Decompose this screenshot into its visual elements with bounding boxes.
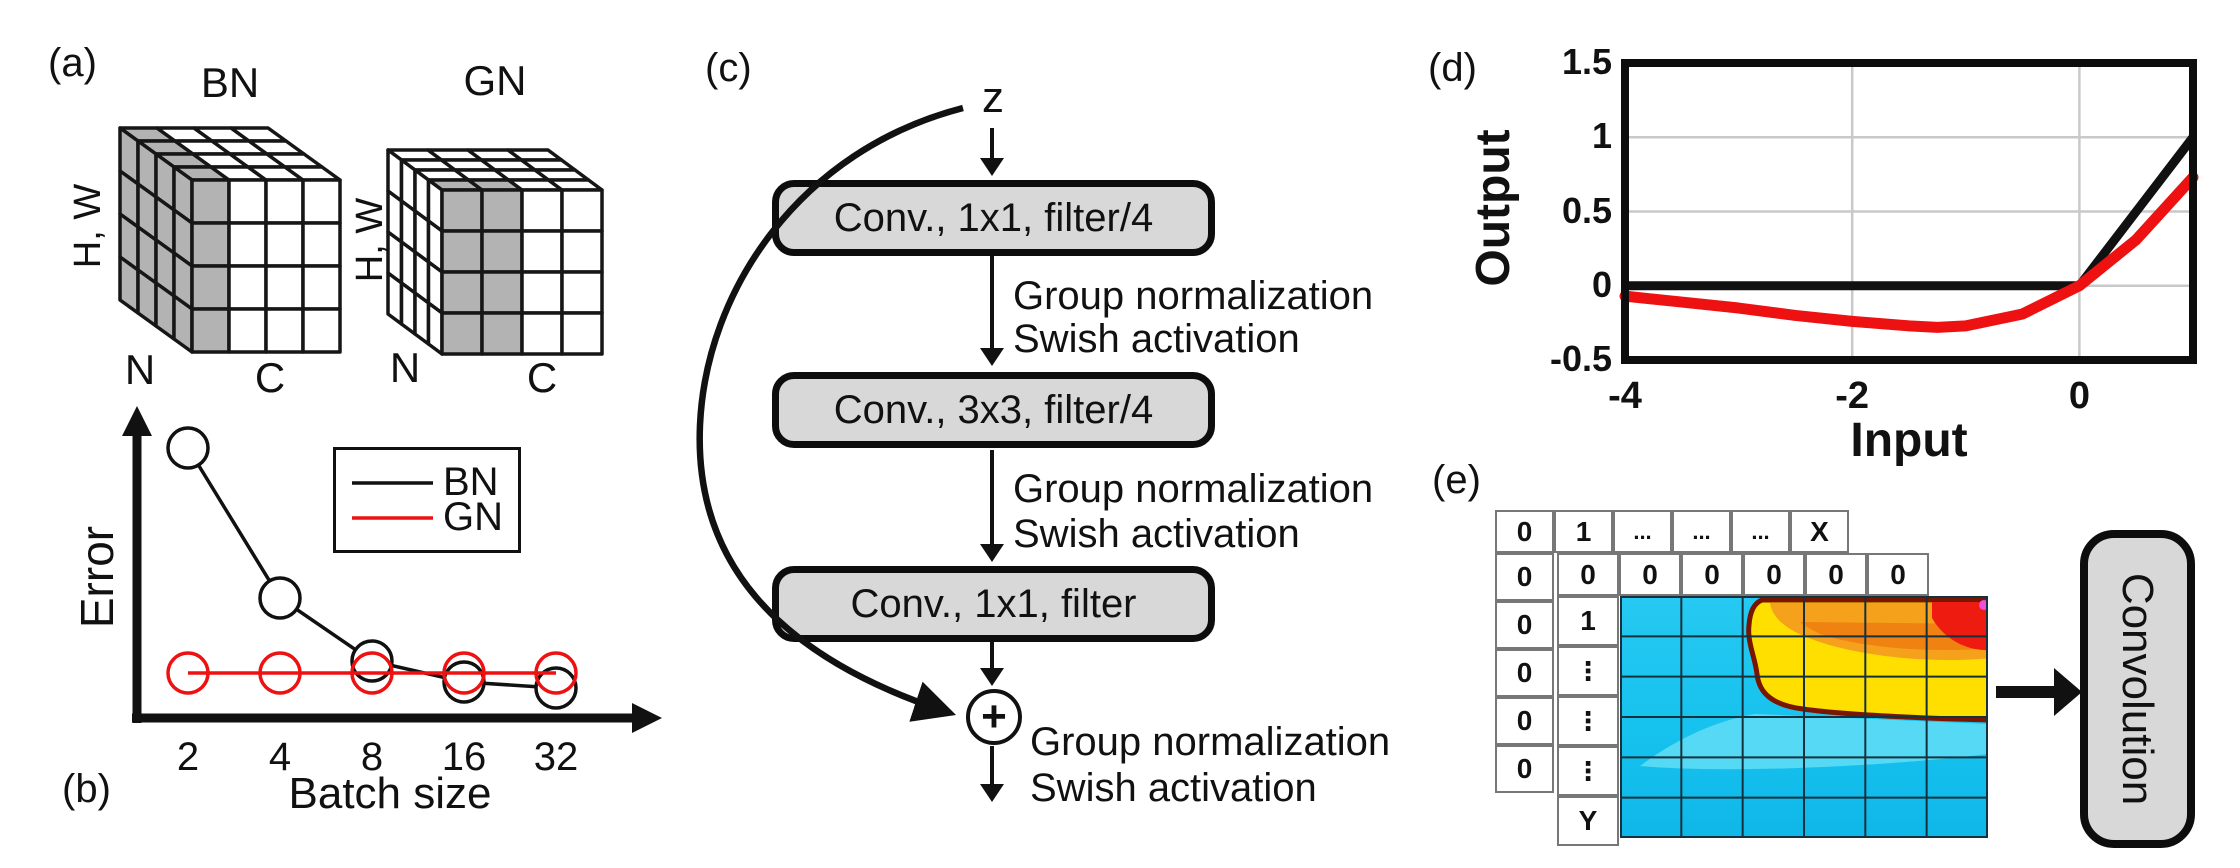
cube-gn-title: GN bbox=[463, 57, 527, 104]
e-heatmap-image bbox=[1620, 596, 1988, 838]
cube-bn-n-axis-label: N bbox=[124, 346, 156, 393]
grid-cell: 0 bbox=[1495, 510, 1554, 553]
grid-cell: 0 bbox=[1743, 553, 1805, 596]
d-ylabel: Output bbox=[1467, 129, 1520, 287]
grid-cell: ... bbox=[1731, 510, 1790, 553]
c-conv-box-1-label: Conv., 1x1, filter/4 bbox=[833, 195, 1154, 240]
b-legend-entry-gn: GN bbox=[443, 495, 503, 539]
c-conv-box-2: Conv., 3x3, filter/4 bbox=[772, 372, 1215, 448]
d-xtick-label: -4 bbox=[1608, 375, 1642, 417]
grid-cell: ... bbox=[1672, 510, 1731, 553]
panel-a-label: (a) bbox=[48, 41, 97, 85]
panel-c-label: (c) bbox=[705, 46, 752, 90]
grid-cell: 0 bbox=[1495, 649, 1554, 697]
b-tick-label: 16 bbox=[441, 735, 487, 779]
grid-cell: 1 bbox=[1557, 596, 1619, 646]
grid-cell: ⋮ bbox=[1557, 646, 1619, 696]
e-convolution-label: Convolution bbox=[2113, 572, 2163, 806]
d-xtick-label: 0 bbox=[2068, 375, 2090, 417]
c-edge1-swish-label: Swish activation bbox=[1013, 317, 1300, 361]
panel-b-label: (b) bbox=[62, 767, 111, 811]
d-ytick-label: -0.5 bbox=[1549, 338, 1612, 379]
d-xlabel: Input bbox=[1850, 414, 1968, 467]
e-convolution-box: Convolution bbox=[2080, 530, 2195, 848]
grid-cell: ⋮ bbox=[1557, 696, 1619, 746]
cube-bn-title: BN bbox=[200, 59, 260, 106]
panel-d-label: (d) bbox=[1428, 46, 1477, 90]
d-ytick-label: 0 bbox=[1591, 263, 1612, 305]
c-conv-box-2-label: Conv., 3x3, filter/4 bbox=[833, 387, 1154, 432]
c-edge2-groupnorm-label: Group normalization bbox=[1013, 467, 1374, 511]
c-edge3-groupnorm-label: Group normalization bbox=[1030, 720, 1391, 764]
grid-cell: 0 bbox=[1495, 745, 1554, 793]
b-ylabel: Error bbox=[71, 525, 123, 629]
c-input-z-label: z bbox=[982, 73, 1004, 122]
grid-cell: 0 bbox=[1867, 553, 1929, 596]
d-ytick-label: 0.5 bbox=[1561, 189, 1612, 231]
cube-gn-n-axis-label: N bbox=[389, 344, 421, 391]
grid-cell: 0 bbox=[1495, 697, 1554, 745]
panel-e-label: (e) bbox=[1432, 458, 1481, 502]
grid-cell: 0 bbox=[1557, 553, 1619, 596]
grid-cell: ... bbox=[1613, 510, 1672, 553]
cube-gn-c-axis-label: C bbox=[526, 354, 558, 401]
c-edge2-swish-label: Swish activation bbox=[1013, 512, 1300, 556]
cube-bn-hw-axis-label: H, W bbox=[67, 183, 109, 269]
c-conv-box-3: Conv., 1x1, filter bbox=[772, 566, 1215, 642]
cube-bn-c-axis-label: C bbox=[254, 354, 286, 401]
c-sum-node: + bbox=[966, 689, 1022, 745]
grid-cell: X bbox=[1790, 510, 1849, 553]
c-plus-icon: + bbox=[981, 692, 1007, 741]
grid-cell: 0 bbox=[1495, 553, 1554, 601]
c-edge1-groupnorm-label: Group normalization bbox=[1013, 274, 1374, 318]
b-tick-label: 4 bbox=[268, 735, 292, 779]
cube-gn-hw-axis-label: H, W bbox=[349, 197, 391, 283]
grid-cell: 0 bbox=[1805, 553, 1867, 596]
b-tick-label: 32 bbox=[533, 735, 579, 779]
c-conv-box-3-label: Conv., 1x1, filter bbox=[850, 581, 1137, 626]
grid-cell: 0 bbox=[1681, 553, 1743, 596]
grid-cell: Y bbox=[1557, 796, 1619, 846]
d-ytick-label: 1 bbox=[1591, 115, 1612, 157]
b-tick-label: 8 bbox=[360, 735, 384, 779]
b-tick-label: 2 bbox=[176, 735, 200, 779]
grid-cell: 1 bbox=[1554, 510, 1613, 553]
grid-cell: 0 bbox=[1495, 601, 1554, 649]
grid-cell: ⋮ bbox=[1557, 746, 1619, 796]
grid-cell: 0 bbox=[1619, 553, 1681, 596]
c-edge3-swish-label: Swish activation bbox=[1030, 766, 1317, 810]
b-xlabel: Batch size bbox=[288, 769, 492, 818]
c-conv-box-1: Conv., 1x1, filter/4 bbox=[772, 180, 1215, 256]
d-ytick-label: 1.5 bbox=[1561, 41, 1612, 82]
d-xtick-label: -2 bbox=[1835, 375, 1870, 417]
